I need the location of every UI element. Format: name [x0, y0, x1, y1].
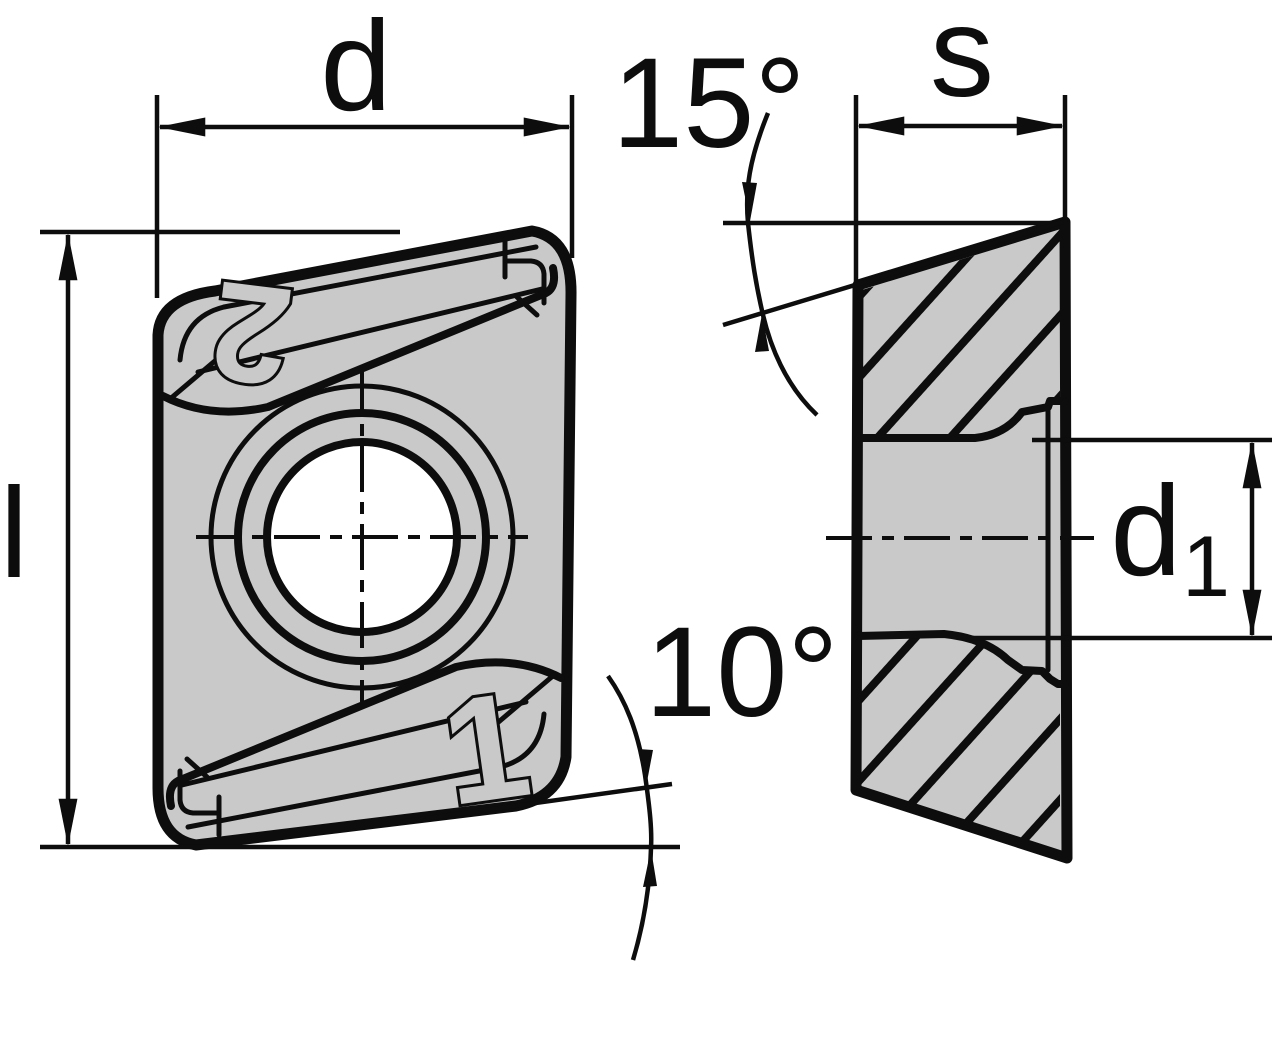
arc-arrowhead: [742, 182, 757, 221]
angle-arc: [606, 674, 654, 961]
section-hatch-bottom: [860, 634, 1060, 852]
bore-top-boundary: [854, 397, 1069, 442]
corner-detail-top-right: [502, 236, 547, 318]
arc-arrowhead: [643, 849, 657, 887]
dimension-label-s: s: [930, 0, 994, 124]
dimension-d: d: [154, 0, 575, 298]
reference-line-slanted: [722, 219, 1064, 328]
chip-pocket-top: [159, 244, 559, 416]
front-view: 2 1: [152, 225, 577, 851]
angle-arc: [744, 112, 819, 417]
dimension-label-l: l: [0, 462, 28, 605]
dimension-label-d1-subscript: 1: [1182, 519, 1230, 615]
arc-arrowhead: [638, 749, 653, 787]
dimension-s: s: [853, 0, 1068, 285]
section-hatch-top: [862, 229, 1060, 438]
dimension-l: l: [0, 229, 680, 850]
side-section-view: [826, 216, 1094, 864]
angle-annotation-15: 15°: [612, 32, 1064, 417]
angle-annotation-10: 10°: [399, 601, 839, 961]
reference-line-slanted: [399, 781, 673, 825]
dimension-label-d1: d: [1110, 460, 1181, 603]
dimension-d1: d 1: [962, 437, 1272, 641]
bore-bottom-boundary: [854, 630, 1069, 688]
arc-arrowhead: [755, 314, 769, 352]
mounting-hole: [196, 368, 528, 706]
angle-label-10: 10°: [645, 601, 839, 744]
dimension-label-d: d: [320, 0, 391, 138]
angle-label-15: 15°: [612, 32, 806, 175]
